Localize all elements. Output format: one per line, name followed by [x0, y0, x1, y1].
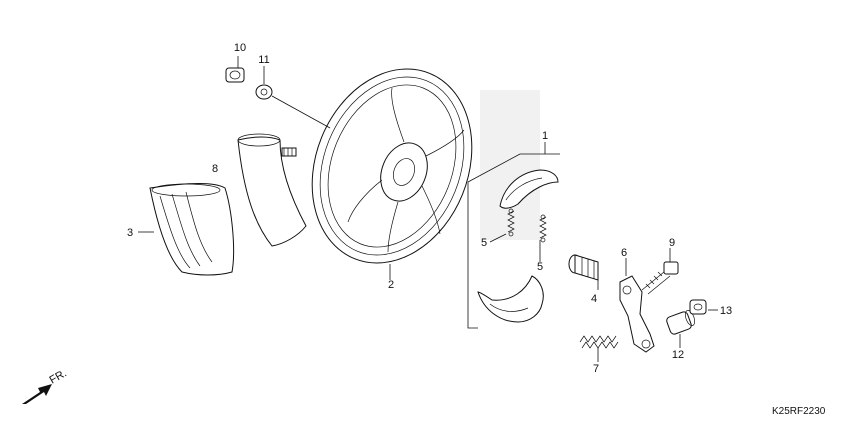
spring-5b-part: [539, 214, 547, 243]
leader-lines: [138, 56, 718, 362]
label-5a: 5: [481, 237, 487, 249]
spring-7-part: [579, 335, 619, 349]
collar-12-part: [666, 310, 695, 335]
label-2: 2: [388, 279, 394, 291]
label-10: 10: [234, 42, 246, 54]
brake-shoe-upper: [499, 169, 559, 209]
brake-assembly-bracket: [467, 142, 560, 329]
label-3: 3: [127, 227, 133, 239]
tube-part: [237, 133, 307, 247]
wheel-part: [311, 68, 473, 264]
spring-5a-part: [507, 208, 515, 237]
brake-arm-part: [619, 275, 655, 353]
diagram-code: K25RF2230: [772, 406, 826, 417]
label-1: 1: [542, 130, 548, 142]
direction-label: FR.: [48, 367, 69, 386]
label-7: 7: [593, 363, 599, 375]
label-5b: 5: [537, 261, 543, 273]
mud-guard-part: [149, 183, 235, 276]
nut-13-part: [689, 299, 707, 315]
label-11: 11: [258, 54, 269, 66]
label-8: 8: [212, 163, 218, 175]
shading-dots: [480, 90, 540, 240]
label-13: 13: [720, 305, 732, 317]
brake-shoe-lower: [477, 275, 544, 323]
direction-arrow-icon: [22, 384, 52, 404]
bolt-9-part: [641, 261, 679, 295]
label-9: 9: [669, 237, 675, 249]
label-12: 12: [672, 349, 684, 361]
label-6: 6: [621, 247, 627, 259]
leader-line: [271, 95, 331, 129]
nut-10-part: [225, 67, 245, 83]
label-4: 4: [591, 293, 597, 305]
washer-11-part: [255, 84, 273, 100]
bushing-4-part: [568, 254, 599, 281]
